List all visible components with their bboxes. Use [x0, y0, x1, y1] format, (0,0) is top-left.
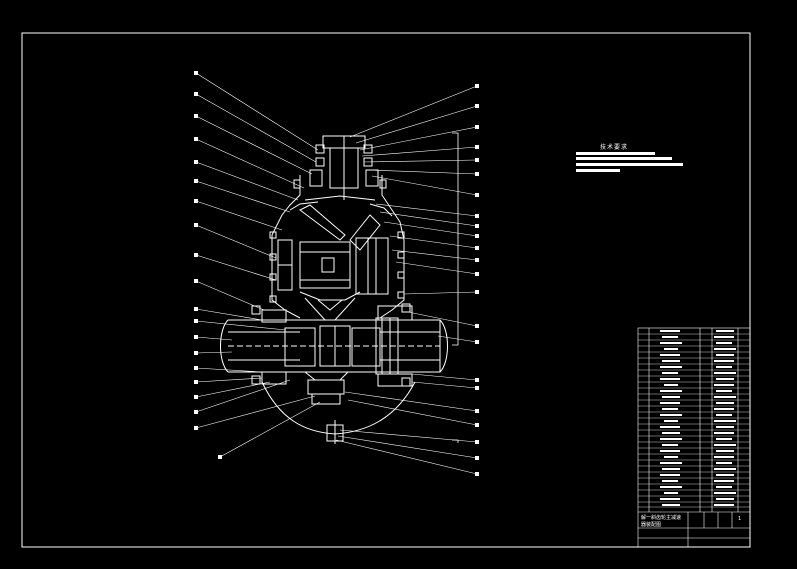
- drawing-title-line-2: 器装配图: [641, 522, 662, 528]
- drawing-frame: [21, 32, 751, 548]
- balloon-markers: [194, 71, 479, 476]
- leader-lines-right: [335, 85, 478, 475]
- sheet-number: 1: [738, 516, 742, 522]
- technical-notes-title: 技术要求: [600, 144, 629, 151]
- parts-list-text-marks: [660, 330, 736, 506]
- drawing-title-line-1: 解一斜齿轮主减速: [641, 515, 682, 521]
- assembly-section-view: [220, 135, 448, 444]
- leader-lines-left: [195, 72, 321, 458]
- drawing-title: 解一斜齿轮主减速 器装配图: [641, 515, 681, 529]
- section-outline: [452, 132, 459, 443]
- parts-list-rows: [638, 333, 750, 508]
- parts-list-table: [637, 327, 751, 548]
- technical-notes-text: [576, 152, 683, 172]
